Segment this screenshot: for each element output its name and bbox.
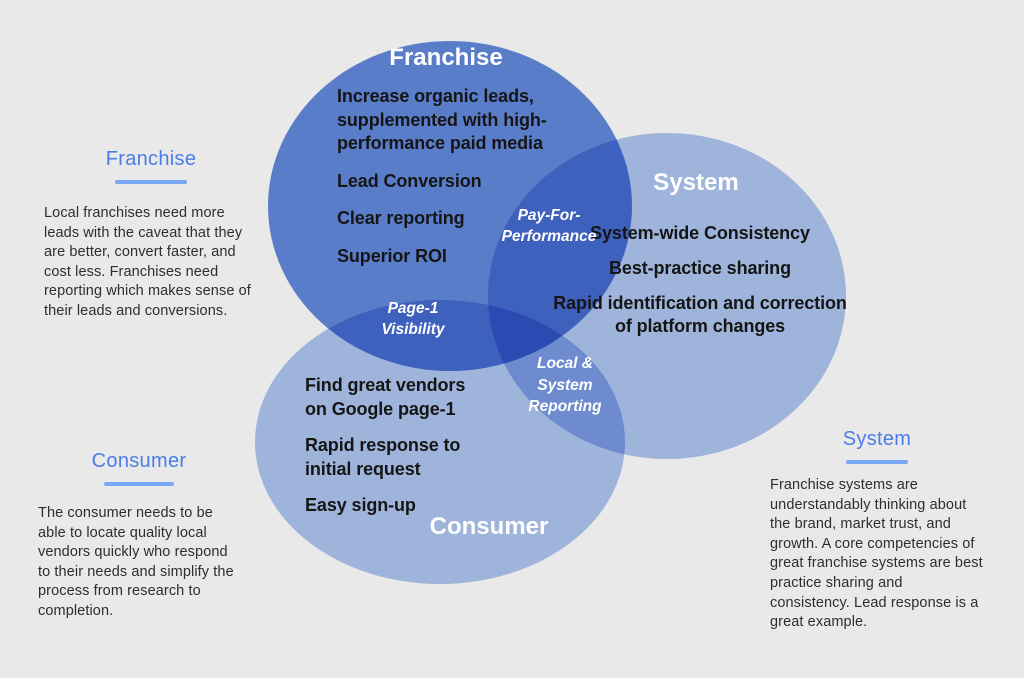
overlap-label-system-consumer: Local & System Reporting [528,355,602,415]
heading-underline [104,482,174,486]
heading-underline [115,180,187,184]
system-item: Rapid identification and correction of p… [553,293,847,336]
franchise-item: Increase organic leads, supplemented wit… [337,86,547,153]
system-item: System-wide Consistency [590,223,810,243]
system-circle-title: System [653,169,739,196]
sidebar-system-heading: System [842,428,912,450]
franchise-items-list: Increase organic leads, supplemented wit… [337,85,605,268]
sidebar-consumer-heading: Consumer [91,450,187,472]
sidebar-system-body: Franchise systems are understandably thi… [770,477,983,631]
sidebar-franchise-body: Local franchises need more leads with th… [44,205,251,319]
sidebar-system: System Franchise systems are understanda… [770,428,984,633]
consumer-circle-title: Consumer [429,513,549,540]
overlap-label-franchise-consumer: Page-1 Visibility [381,300,445,338]
franchise-item: Lead Conversion [337,170,482,191]
consumer-item: Easy sign-up [305,495,416,515]
consumer-item: Find great vendors on Google page-1 [305,375,466,419]
sidebar-consumer-body: The consumer needs to be able to locate … [38,505,234,619]
franchise-item: Clear reporting [337,208,465,228]
consumer-circle [255,300,625,584]
sidebar-consumer: Consumer The consumer needs to be able t… [38,450,240,622]
sidebar-franchise-heading: Franchise [105,148,197,170]
system-item: Best-practice sharing [609,258,791,278]
franchise-item: Superior ROI [337,245,447,266]
franchise-circle-title: Franchise [389,44,503,71]
overlap-label-franchise-system: Pay-For-Performance [501,207,597,245]
heading-underline [846,460,908,464]
consumer-item: Rapid response to initial request [305,435,461,479]
sidebar-franchise: Franchise Local franchises need more lea… [44,148,258,322]
